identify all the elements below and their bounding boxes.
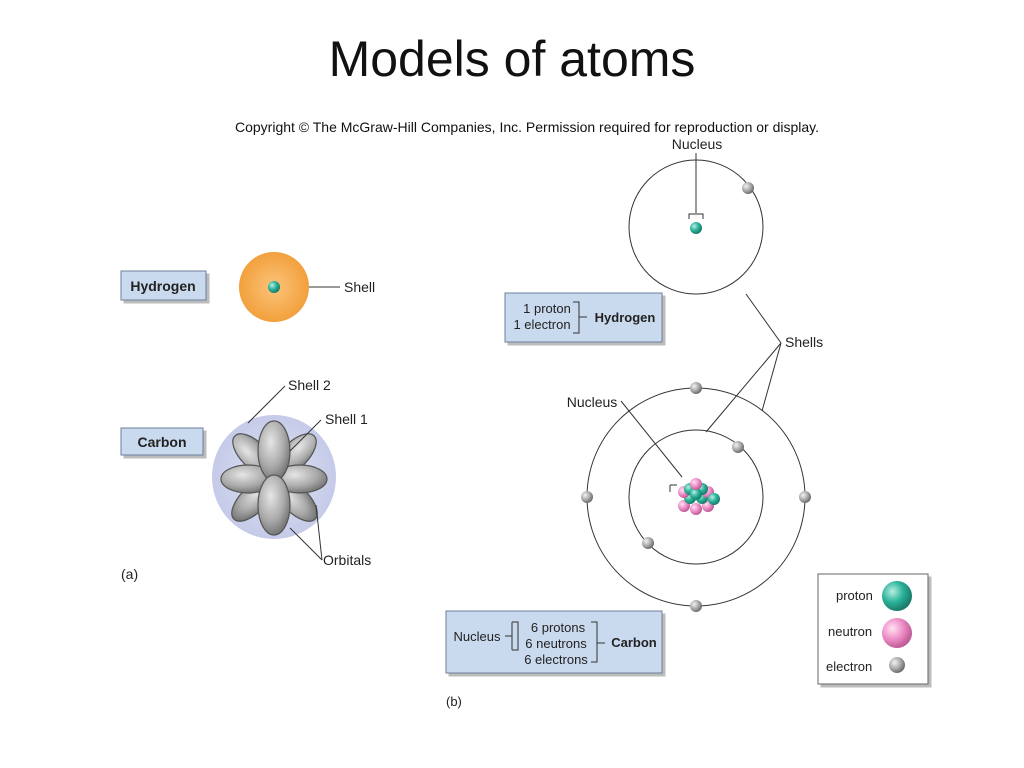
proton bbox=[690, 488, 702, 500]
carbon-label: Carbon bbox=[138, 434, 187, 450]
carbon-orbitals bbox=[220, 420, 328, 536]
panel-a: Hydrogen Shell Carbon Shell 2 Shell 1 bbox=[120, 252, 375, 582]
hydrogen-label-box bbox=[120, 270, 207, 301]
carbon-nucleus-label: Nucleus bbox=[454, 629, 501, 644]
carbon-electrons-count: 6 electrons bbox=[524, 652, 588, 667]
orbitals-leader bbox=[315, 504, 323, 561]
hydrogen-electron bbox=[742, 182, 754, 194]
carbon-electron bbox=[690, 382, 702, 394]
carbon-protons: 6 protons bbox=[531, 620, 586, 635]
hydrogen-nucleus bbox=[268, 281, 280, 293]
neutron bbox=[690, 478, 702, 490]
legend-electron-label: electron bbox=[826, 659, 872, 674]
carbon-electron bbox=[732, 441, 744, 453]
nucleus-carbon-label: Nucleus bbox=[567, 394, 618, 410]
nucleus-top-bracket bbox=[688, 213, 704, 219]
neutron bbox=[690, 503, 702, 515]
shell2-label: Shell 2 bbox=[288, 377, 331, 393]
carbon-info-bracket bbox=[591, 621, 605, 663]
panel-b: Nucleus 1 proton 1 electron Hydrogen She… bbox=[445, 136, 929, 709]
hydrogen-info-name: Hydrogen bbox=[595, 310, 656, 325]
shells-leader bbox=[745, 293, 782, 344]
proton bbox=[708, 493, 720, 505]
carbon-inner-shell bbox=[628, 429, 764, 565]
shells-leader bbox=[761, 342, 782, 412]
nucleus-carbon-leader bbox=[620, 400, 683, 478]
orbital-lobe bbox=[257, 474, 291, 536]
hydrogen-info-bracket bbox=[573, 301, 587, 334]
carbon-electrons bbox=[581, 382, 811, 612]
carbon-info-name: Carbon bbox=[611, 635, 657, 650]
nucleus-carbon-bracket bbox=[669, 484, 677, 492]
shell1-label: Shell 1 bbox=[325, 411, 368, 427]
carbon-electron bbox=[642, 537, 654, 549]
carbon-electron bbox=[690, 600, 702, 612]
hydrogen-electron-count: 1 electron bbox=[513, 317, 570, 332]
carbon-nucleus bbox=[678, 478, 720, 515]
legend-electron-swatch bbox=[889, 657, 905, 673]
carbon-label-box bbox=[120, 427, 204, 456]
legend-proton-swatch bbox=[882, 581, 912, 611]
shells-leader bbox=[705, 342, 782, 433]
shell1-leader bbox=[289, 419, 322, 452]
shell2-leader bbox=[247, 385, 286, 424]
shells-label: Shells bbox=[785, 334, 823, 350]
copyright-notice: Copyright © The McGraw-Hill Companies, I… bbox=[234, 119, 820, 135]
carbon-electron bbox=[581, 491, 593, 503]
orbital-lobe bbox=[257, 420, 291, 482]
hydrogen-label: Hydrogen bbox=[130, 278, 195, 294]
legend-neutron-label: neutron bbox=[828, 624, 872, 639]
carbon-nucleus-bracket bbox=[505, 621, 519, 651]
panel-a-label: (a) bbox=[121, 566, 138, 582]
carbon-neutrons: 6 neutrons bbox=[525, 636, 587, 651]
legend-proton-label: proton bbox=[836, 588, 873, 603]
carbon-info-box bbox=[445, 610, 663, 674]
orbitals-leader bbox=[289, 527, 323, 561]
slide-title: Models of atoms bbox=[328, 31, 696, 87]
hydrogen-proton-count: 1 proton bbox=[523, 301, 571, 316]
legend: proton neutron electron bbox=[817, 573, 929, 685]
hydrogen-shell-label: Shell bbox=[344, 279, 375, 295]
orbitals-label: Orbitals bbox=[323, 552, 371, 568]
nucleus-top-label: Nucleus bbox=[672, 136, 723, 152]
panel-b-label: (b) bbox=[446, 694, 462, 709]
legend-neutron-swatch bbox=[882, 618, 912, 648]
carbon-electron bbox=[799, 491, 811, 503]
hydrogen-proton bbox=[690, 222, 702, 234]
